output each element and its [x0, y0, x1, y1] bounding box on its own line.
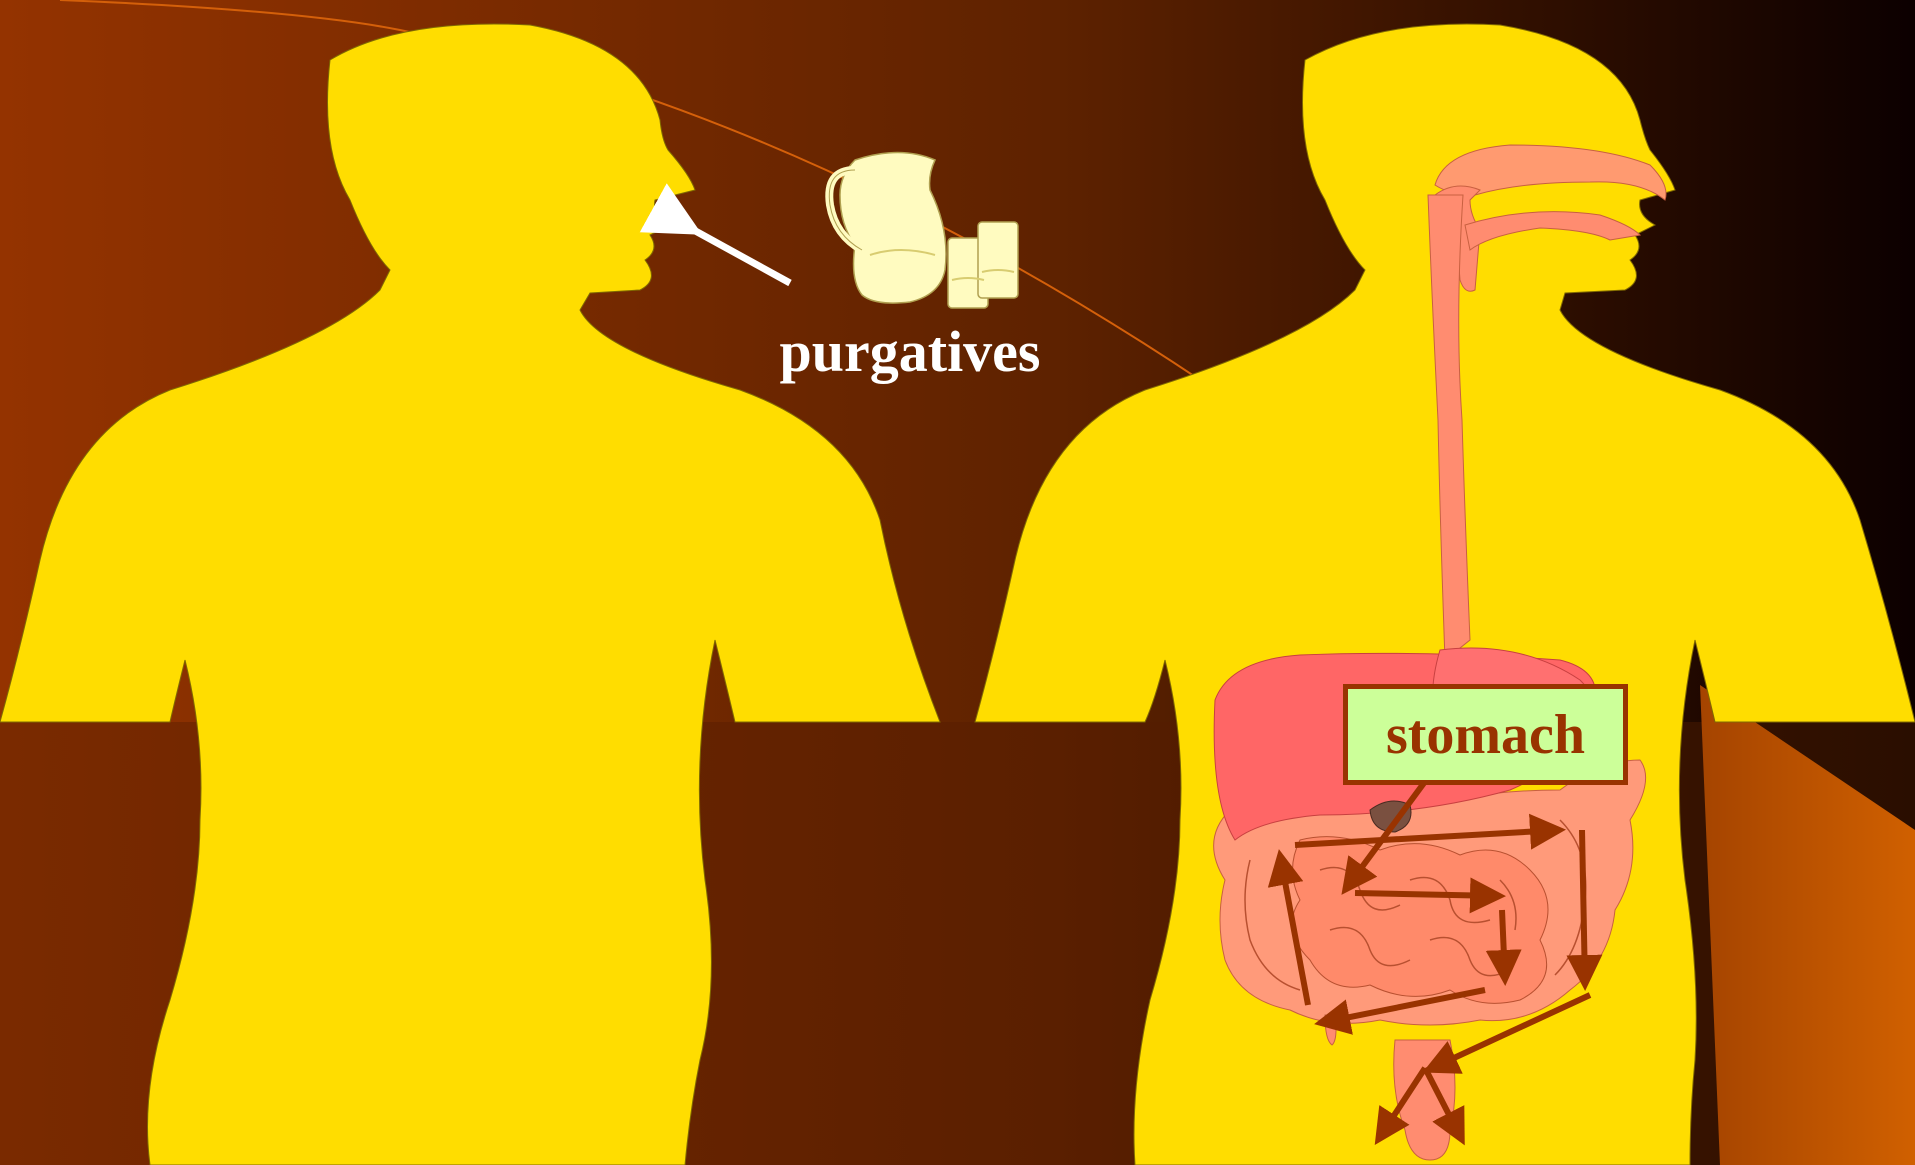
stomach-label-box: stomach [1343, 684, 1628, 785]
purgatives-label: purgatives [730, 318, 1090, 385]
flow-arrow-4 [1355, 893, 1500, 896]
flow-arrow-5 [1502, 910, 1505, 980]
stomach-label: stomach [1386, 703, 1585, 767]
small-intestine [1292, 837, 1548, 1004]
flow-arrow-3 [1582, 830, 1585, 985]
